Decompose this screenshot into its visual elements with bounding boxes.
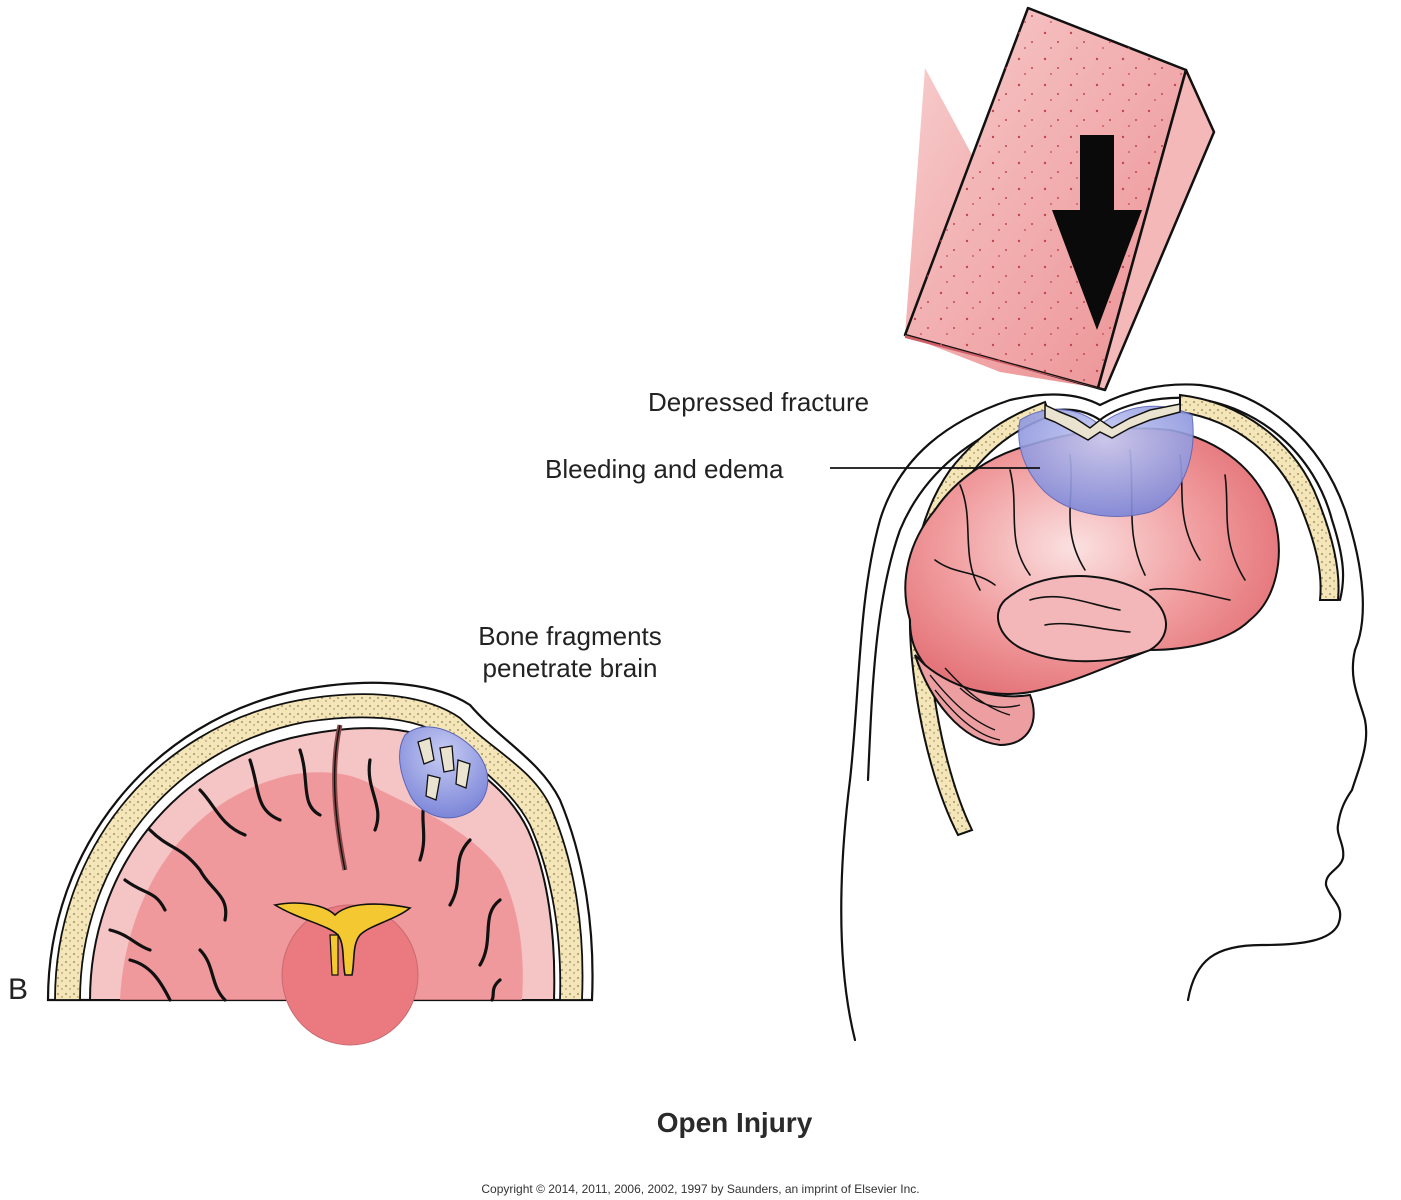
label-depressed-fracture: Depressed fracture xyxy=(648,387,870,417)
cross-skull-band xyxy=(54,693,584,1001)
cerebellum xyxy=(914,654,1035,747)
label-bone-fragments-line2: penetrate brain xyxy=(482,653,658,683)
brick-front-dots xyxy=(905,8,1186,388)
brick-bottom-edge xyxy=(905,335,1105,390)
down-arrow-icon xyxy=(1052,135,1142,330)
label-bone-fragments-line1: Bone fragments xyxy=(478,621,662,651)
panel-letter: B xyxy=(8,973,29,1006)
cross-sulci xyxy=(108,748,502,1002)
brain-lateral-illustration xyxy=(904,427,1280,747)
scalp-outline xyxy=(840,383,1368,1042)
skull-outline xyxy=(866,396,1345,782)
cross-bone-fragments xyxy=(417,737,471,801)
copyright-notice: Copyright © 2014, 2011, 2006, 2002, 1997… xyxy=(481,1182,920,1196)
brain-lateral-body xyxy=(904,427,1280,695)
brain-cross-section-illustration xyxy=(46,681,594,1046)
label-bleeding-edema: Bleeding and edema xyxy=(545,454,784,484)
fracture-bone-fragments xyxy=(1044,403,1181,441)
depressed-fracture-site xyxy=(1018,403,1194,517)
skull-bone-band-right xyxy=(1179,393,1340,601)
figure-title: Open Injury xyxy=(656,1107,813,1138)
label-bone-fragments: Bone fragments penetrate brain xyxy=(410,620,730,684)
brick-illustration xyxy=(903,6,1216,392)
